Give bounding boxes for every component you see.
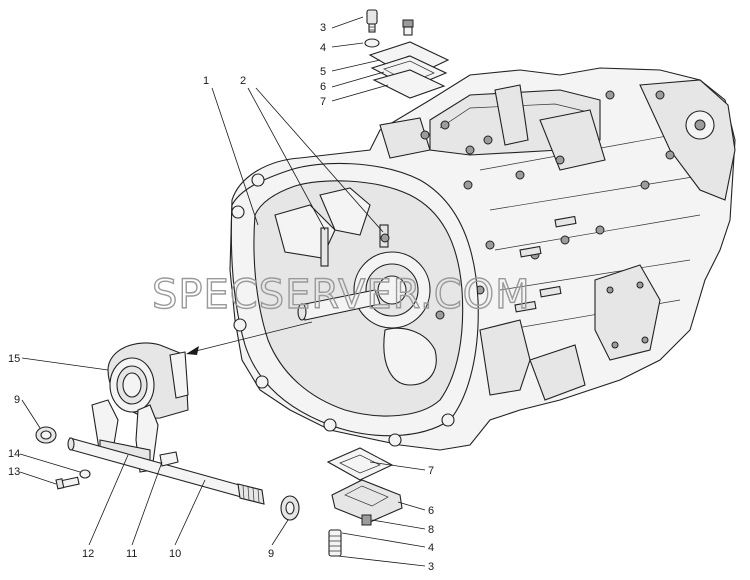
part-3-bolt-top — [366, 9, 378, 33]
release-bearing-assembly — [35, 321, 313, 521]
part-13-bolt — [55, 476, 80, 490]
part-9-bushing-left — [35, 426, 57, 444]
callout-7-top: 7 — [320, 96, 326, 108]
callout-7-bottom: 7 — [428, 465, 434, 477]
callout-4-bottom: 4 — [428, 542, 434, 554]
callout-8: 8 — [428, 524, 434, 536]
clutch-bell-housing — [230, 162, 479, 447]
part-9-bushing-right — [280, 495, 300, 521]
callout-labels: 1 2 3 4 5 6 7 15 9 14 13 12 11 10 9 7 6 … — [8, 22, 434, 573]
leader-lines — [19, 16, 426, 567]
callout-3-bottom: 3 — [428, 561, 434, 573]
callout-2: 2 — [240, 75, 246, 87]
part-8-plug — [361, 514, 372, 526]
part-6-cover-bottom — [331, 479, 403, 523]
watermark-text: SPECSERVER.COM — [152, 272, 531, 318]
callout-5: 5 — [320, 66, 326, 78]
top-cover-parts — [364, 9, 450, 99]
part-7-gasket-top — [372, 69, 446, 99]
callout-13: 13 — [8, 466, 20, 478]
part-14-washer — [79, 469, 91, 479]
gearbox-housing — [229, 67, 736, 451]
callout-11: 11 — [126, 548, 137, 560]
callout-9-left: 9 — [14, 394, 20, 406]
part-4-washer-top — [364, 38, 380, 48]
callout-1: 1 — [203, 75, 209, 87]
breather-plug — [402, 19, 414, 36]
part-10-shaft — [67, 437, 265, 505]
bottom-cover-parts — [326, 447, 403, 557]
callout-6-top: 6 — [320, 81, 326, 93]
callout-10: 10 — [169, 548, 181, 560]
part-3-bolt-bottom — [328, 529, 342, 557]
callout-4-top: 4 — [320, 42, 326, 54]
part-11-pin — [159, 451, 179, 467]
housing-bolts — [420, 90, 675, 295]
part-15-release-bearing — [107, 342, 189, 419]
callout-6-bottom: 6 — [428, 505, 434, 517]
callout-3-top: 3 — [320, 22, 326, 34]
callout-15: 15 — [8, 353, 20, 365]
callout-9-right: 9 — [268, 548, 274, 560]
assembly-arrow — [186, 321, 313, 355]
callout-14: 14 — [8, 448, 20, 460]
callout-12: 12 — [82, 548, 94, 560]
